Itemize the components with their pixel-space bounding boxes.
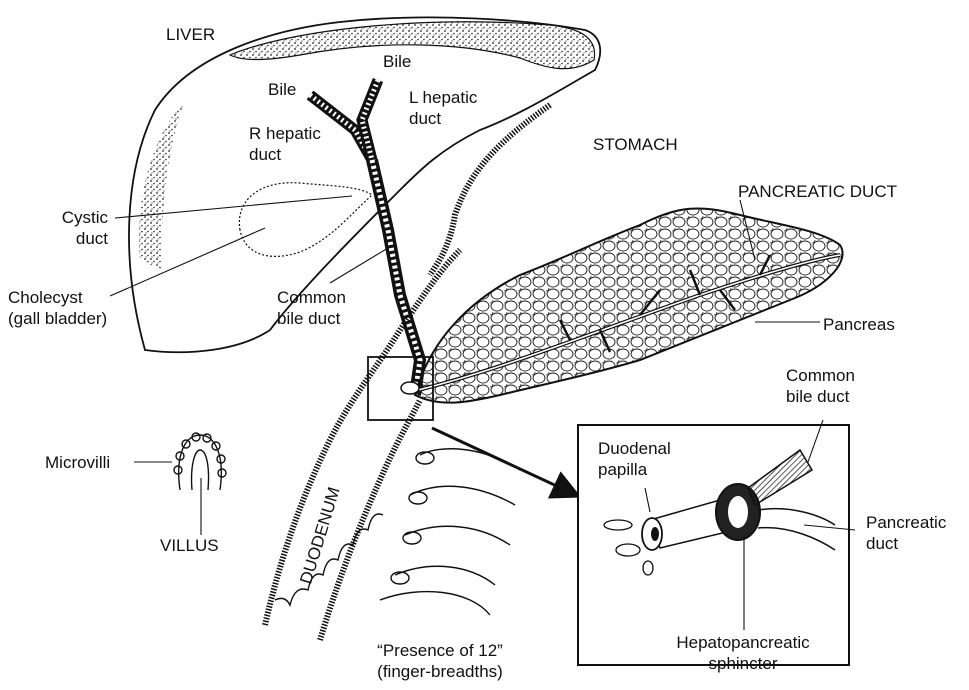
label-r-hepatic-duct: R hepatic duct — [249, 123, 321, 165]
label-microvilli: Microvilli — [45, 452, 110, 473]
label-cystic-duct-line2: duct — [40, 228, 108, 249]
label-common-bile-duct: Common bile duct — [277, 287, 346, 329]
label-cystic-duct-line1: Cystic — [40, 207, 108, 228]
label-common-bile-duct-line2: bile duct — [277, 308, 346, 329]
label-hepatopancreatic-sphincter-line1: Hepatopancreatic — [668, 632, 818, 653]
label-common-bile-duct-line1: Common — [277, 287, 346, 308]
label-cholecyst-line1: Cholecyst — [8, 287, 107, 308]
label-bile-right: Bile — [268, 79, 296, 100]
label-presence-of-12-line2: (finger-breadths) — [355, 661, 525, 682]
label-pancreatic-duct-inset-line2: duct — [866, 533, 946, 554]
label-hepatopancreatic-sphincter: Hepatopancreatic sphincter — [668, 632, 818, 674]
label-inset-common-bile-duct-line2: bile duct — [786, 386, 855, 407]
papilla-small-icon — [401, 382, 419, 394]
label-inset-common-bile-duct: Common bile duct — [786, 365, 855, 407]
label-pancreas: Pancreas — [823, 314, 895, 335]
label-cholecyst-line2: (gall bladder) — [8, 308, 107, 329]
label-l-hepatic-duct-line1: L hepatic — [409, 87, 477, 108]
label-villus: VILLUS — [160, 535, 219, 556]
label-hepatopancreatic-sphincter-line2: sphincter — [668, 653, 818, 674]
label-liver: LIVER — [166, 24, 215, 45]
label-stomach: STOMACH — [593, 134, 678, 155]
label-duodenal-papilla-line1: Duodenal — [598, 438, 671, 459]
label-pancreatic-duct-inset: Pancreatic duct — [866, 512, 946, 554]
label-l-hepatic-duct: L hepatic duct — [409, 87, 477, 129]
label-bile-left: Bile — [383, 51, 411, 72]
label-presence-of-12: “Presence of 12” (finger-breadths) — [355, 640, 525, 682]
label-cystic-duct: Cystic duct — [40, 207, 108, 249]
label-r-hepatic-duct-line1: R hepatic — [249, 123, 321, 144]
label-duodenal-papilla-line2: papilla — [598, 459, 671, 480]
label-pancreatic-duct-title: PANCREATIC DUCT — [738, 181, 897, 202]
villus-drawing — [174, 433, 226, 490]
label-l-hepatic-duct-line2: duct — [409, 108, 477, 129]
label-cholecyst: Cholecyst (gall bladder) — [8, 287, 107, 329]
label-pancreatic-duct-inset-line1: Pancreatic — [866, 512, 946, 533]
finger-breadths-drawing — [380, 449, 520, 615]
label-duodenal-papilla: Duodenal papilla — [598, 438, 671, 480]
label-presence-of-12-line1: “Presence of 12” — [355, 640, 525, 661]
label-r-hepatic-duct-line2: duct — [249, 144, 321, 165]
label-inset-common-bile-duct-line1: Common — [786, 365, 855, 386]
